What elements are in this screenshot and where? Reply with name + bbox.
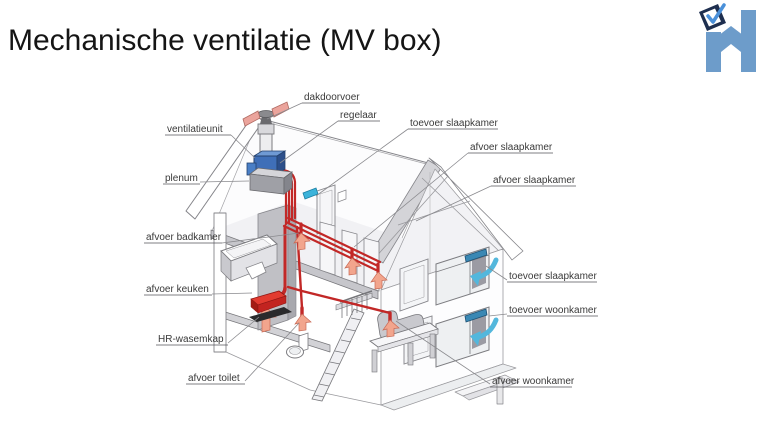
dakdoorvoer-wing-left — [242, 110, 261, 127]
supply-grille-woonkamer — [464, 308, 488, 323]
stair-landing — [335, 292, 373, 311]
dakdoorvoer-wing-right — [271, 101, 290, 118]
hr-hood-front — [257, 295, 287, 314]
supply-air-arrow-woonkamer — [476, 317, 499, 340]
base-slab — [380, 363, 517, 411]
label-afvoer-keuken: afvoer keuken — [146, 284, 209, 295]
attic-supply-vent — [302, 187, 319, 200]
supply-air-arrowhead — [470, 271, 481, 286]
table-leg — [429, 333, 436, 359]
leader-afvoer-toilet — [244, 322, 300, 382]
roof-ridge-line — [257, 117, 433, 165]
leader-toevoer-slaapkamer-top — [315, 128, 409, 197]
attic-duct-run — [282, 224, 378, 272]
kitchen-hood-group — [249, 290, 292, 322]
cooktop — [249, 307, 292, 322]
dakdoorvoer-cap — [257, 110, 275, 118]
label-dakdoorvoer: dakdoorvoer — [304, 92, 360, 103]
ground-duct-run — [286, 285, 392, 315]
roof-unit — [242, 101, 294, 195]
porch-post — [496, 377, 504, 405]
leader-afvoer-badkamer — [221, 232, 300, 244]
plenum-side — [283, 171, 293, 195]
washbasin — [245, 261, 267, 280]
extract-arrow-slaapkamer — [344, 257, 362, 276]
label-toevoer-slaapkamer-right: toevoer slaapkamer — [509, 271, 597, 282]
leader-ventilatieunit — [230, 134, 256, 159]
gable-beam — [421, 177, 501, 253]
bathtub-basin — [225, 238, 272, 259]
diagram-labels: dakdoorvoer regelaar ventilatieunit plen… — [146, 92, 597, 387]
label-underlines — [144, 102, 598, 388]
label-afvoer-slaapkamer-2: afvoer slaapkamer — [493, 175, 576, 186]
ground-front-edge — [225, 351, 382, 406]
toilet-seat — [289, 347, 301, 355]
regelaar-controller-box — [337, 189, 347, 203]
attic-door-inner — [319, 189, 333, 230]
leader-afvoer-keuken — [211, 292, 253, 295]
porch-step-2 — [462, 378, 520, 401]
label-afvoer-toilet: afvoer toilet — [188, 373, 240, 384]
leader-afvoer-woonkamer — [395, 320, 491, 385]
attic-duct-run — [286, 216, 382, 264]
leader-dakdoorvoer — [266, 102, 303, 120]
supply-air-arrow-slaapkamer — [476, 257, 499, 280]
label-afvoer-woonkamer: afvoer woonkamer — [492, 376, 575, 387]
duct-pipe-collar — [257, 123, 275, 135]
extract-arrow-woonkamer — [382, 319, 400, 338]
table-edge — [377, 328, 439, 353]
logo-checkbox-icon — [699, 3, 726, 31]
plenum-front — [249, 173, 285, 195]
leader-lines — [199, 102, 508, 385]
label-plenum: plenum — [165, 173, 198, 184]
staircase — [311, 308, 365, 402]
extract-arrow-toilet — [294, 313, 312, 332]
house-checkmark-logo — [699, 3, 756, 72]
label-regelaar: regelaar — [340, 110, 377, 121]
table-leg — [407, 342, 414, 366]
interior-fixtures — [220, 184, 439, 402]
leader-toevoer-woonkamer — [488, 313, 508, 317]
leader-afvoer-slaapkamer-2 — [415, 185, 492, 222]
window-transom — [435, 254, 490, 273]
logo-h-house — [706, 10, 756, 72]
gable-roof-far-slab — [428, 157, 524, 261]
extract-arrow-slaapkamer — [370, 271, 388, 290]
leader-toevoer-slaapkamer-right — [485, 265, 508, 281]
label-toevoer-woonkamer: toevoer woonkamer — [509, 305, 597, 316]
facade-windows — [399, 246, 499, 368]
supply-air-arrowhead — [470, 331, 481, 346]
extract-arrow-badkamer — [293, 232, 311, 251]
label-afvoer-slaapkamer-1: afvoer slaapkamer — [470, 142, 553, 153]
label-ventilatieunit: ventilatieunit — [167, 124, 223, 135]
leader-hr-wasemkap — [227, 316, 260, 344]
stair-railing — [339, 290, 373, 318]
gable-beam — [373, 175, 449, 260]
table-leg — [371, 349, 378, 373]
leader-regelaar — [279, 120, 339, 164]
label-toevoer-slaapkamer-top: toevoer slaapkamer — [410, 118, 498, 129]
window-narrow-upper-inner — [403, 264, 425, 305]
leader-plenum — [199, 180, 250, 183]
supply-grille-slaapkamer — [464, 248, 488, 263]
page-title: Mechanische ventilatie (MV box) — [8, 24, 442, 57]
bathtub-side — [230, 243, 278, 282]
leader-afvoer-slaapkamer-1 — [353, 152, 469, 248]
stair-treads — [313, 317, 362, 398]
label-hr-wasemkap: HR-wasemkap — [158, 334, 224, 345]
label-afvoer-badkamer: afvoer badkamer — [146, 232, 222, 243]
